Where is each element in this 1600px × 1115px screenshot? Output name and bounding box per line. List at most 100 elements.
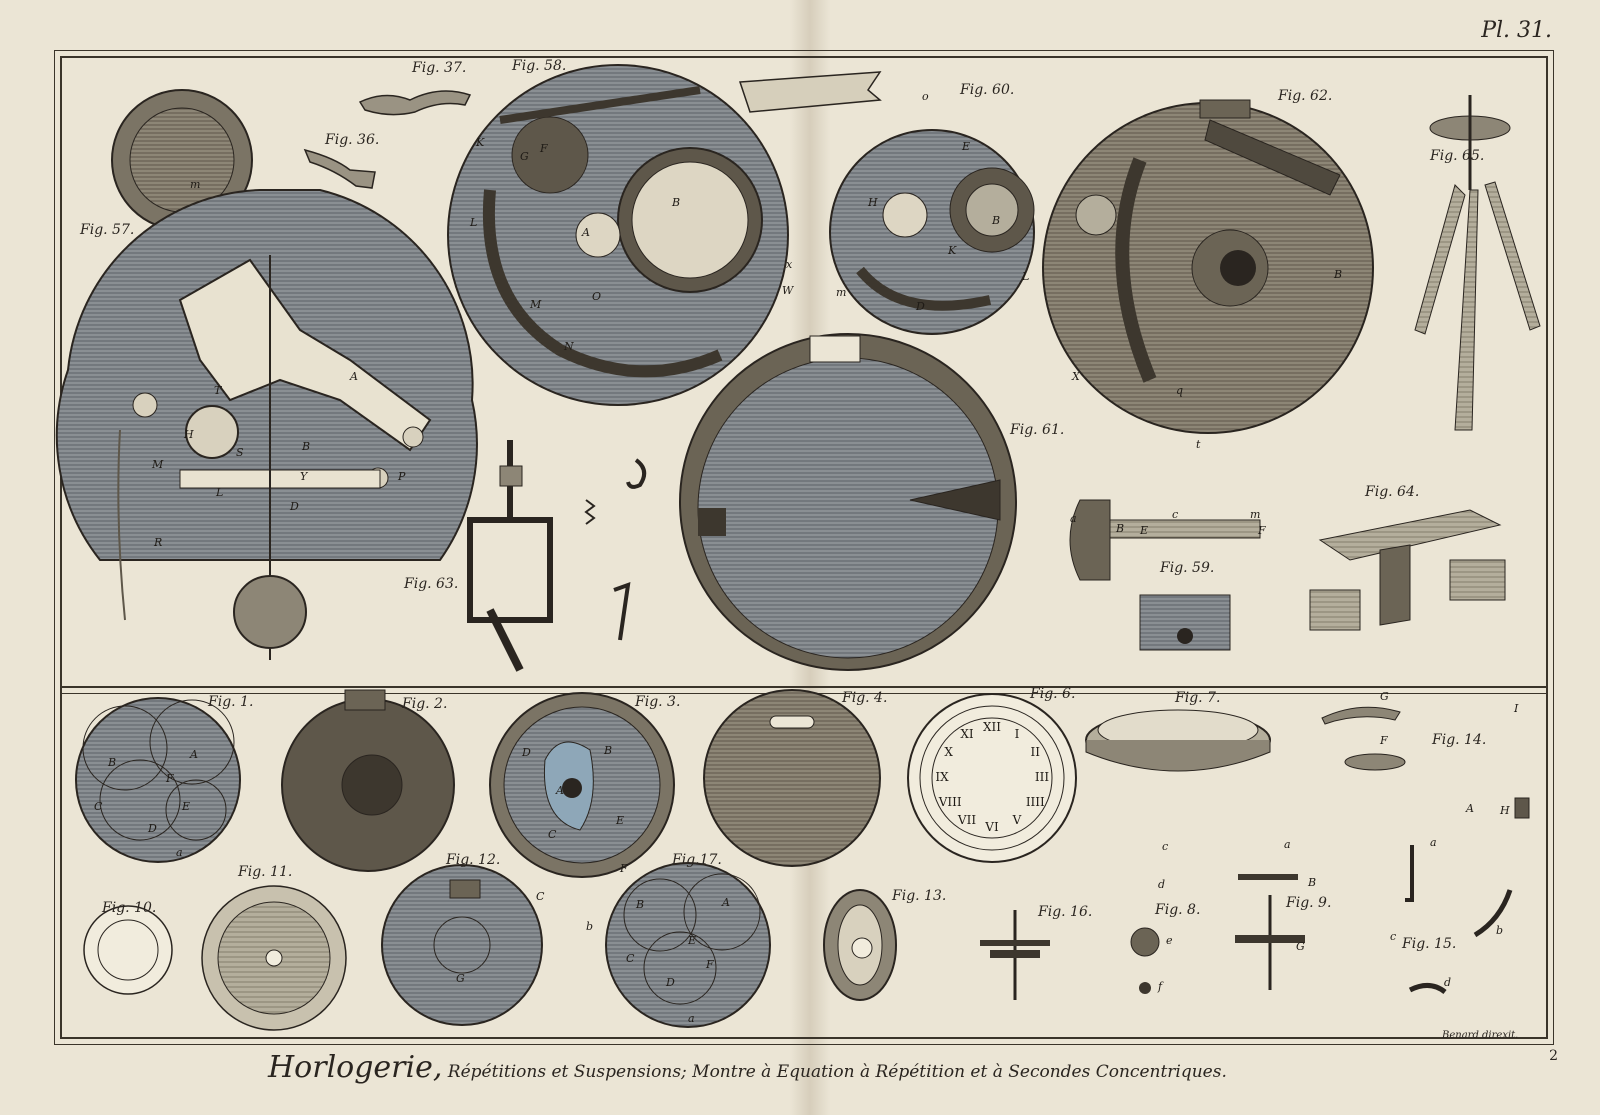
fig57-label: Fig. 57. <box>80 222 135 238</box>
fig13-label: Fig. 13. <box>892 888 947 904</box>
fig3-drawing <box>489 692 675 878</box>
plate-title-sub: Répétitions et Suspensions; Montre à Equ… <box>442 1062 1227 1082</box>
fig59-letter: F <box>1258 524 1266 537</box>
fig57-letter: M <box>152 458 164 471</box>
fig60-letter: m <box>836 286 847 299</box>
fig57-letter: P <box>398 470 406 483</box>
fig62-letter: q <box>1176 384 1184 397</box>
fig60-letter: E <box>962 140 971 153</box>
fig58-label: Fig. 58. <box>512 58 567 74</box>
fig37-drawing <box>358 90 472 116</box>
fig14-letter: G <box>1380 690 1389 703</box>
fig15-label: Fig. 15. <box>1402 936 1457 952</box>
fig61-label: Fig. 61. <box>1010 422 1065 438</box>
plate-number: Pl. 31. <box>1481 18 1552 43</box>
fig60-letter: D <box>916 300 925 313</box>
fig57-letter: H <box>184 428 194 441</box>
fig8-drawing <box>1130 927 1160 994</box>
fig3-letter: F <box>620 862 628 875</box>
fig8-letter: c <box>1162 840 1169 853</box>
fig15-letter: d <box>1444 976 1452 989</box>
fig3-letter: E <box>616 814 625 827</box>
dial-numeral: X <box>944 745 953 759</box>
fig8-letter: d <box>1158 878 1166 891</box>
fig63-label: Fig. 63. <box>404 576 459 592</box>
fig16-drawing <box>980 910 1050 1000</box>
fig61-drawing <box>679 333 1017 671</box>
dial-numeral: V <box>1012 813 1022 828</box>
fig12-letter: G <box>456 972 465 985</box>
fig17-letter: E <box>688 934 697 947</box>
fig3-letter: B <box>604 744 613 757</box>
fig59-letter: c <box>1172 508 1179 521</box>
section-divider <box>60 686 1548 688</box>
fig59-drawing <box>1069 499 1261 651</box>
fig16-label: Fig. 16. <box>1038 904 1093 920</box>
fig36-label: Fig. 36. <box>325 132 380 148</box>
fig62-letter: B <box>1334 268 1343 281</box>
fig1-letter: E <box>182 800 191 813</box>
fig57-letter: S <box>236 446 244 459</box>
fig57-letter: A <box>350 370 358 383</box>
fig59-letter: m <box>1250 508 1261 521</box>
fig15-letter: a <box>1430 836 1437 849</box>
fig37-label: Fig. 37. <box>412 60 467 76</box>
fig9-letter: G <box>1296 940 1305 953</box>
fig11-label: Fig. 11. <box>238 864 293 880</box>
fig1-letter: A <box>190 748 198 761</box>
fig60-label: Fig. 60. <box>960 82 1015 98</box>
fig12-letter: C <box>536 890 545 903</box>
dial-numeral: IX <box>935 770 949 784</box>
dial-numeral: XI <box>960 726 974 741</box>
fig15-letter: c <box>1390 930 1397 943</box>
fig4-label: Fig. 4. <box>842 690 888 706</box>
fig58-letter: L <box>470 216 478 229</box>
fig60-letter: K <box>948 244 957 257</box>
fig9-label: Fig. 9. <box>1286 895 1332 911</box>
fig57-letter: L <box>216 486 224 499</box>
fig9-letter: B <box>1308 876 1317 889</box>
fig58-letter: K <box>476 136 485 149</box>
dial-numeral: VIII <box>938 795 962 809</box>
fig8-letter: f <box>1158 980 1163 993</box>
fig3-letter: D <box>522 746 531 759</box>
fig1-letter: a <box>176 846 183 859</box>
fig14-letter: A <box>1466 802 1474 815</box>
plate-border-inner <box>60 56 1548 1039</box>
fig58-letter: O <box>592 290 602 303</box>
fig12-drawing <box>381 864 543 1026</box>
fig59-letter: B <box>1116 522 1125 535</box>
fig63-drawing <box>467 440 553 672</box>
fig3-letter: A <box>556 784 564 797</box>
plate-border-outer <box>54 50 1554 1045</box>
fig59-label: Fig. 59. <box>1160 560 1215 576</box>
plate-title-main: Horlogerie, <box>268 1050 443 1085</box>
fig1-drawing <box>75 697 241 863</box>
fig58-letter: B <box>672 196 681 209</box>
fig12-label: Fig. 12. <box>446 852 501 868</box>
fig10-drawing <box>83 905 173 995</box>
fig8-letter: e <box>1166 934 1173 947</box>
fig17-letter: A <box>722 896 730 909</box>
fig57-letter: B <box>302 440 311 453</box>
fig6-drawing <box>907 693 1077 863</box>
fig1-letter: B <box>108 756 117 769</box>
fig12-letter: b <box>586 920 594 933</box>
fig58-letter: W <box>782 284 794 297</box>
engraver-credit: Benard direxit. <box>1442 1030 1519 1041</box>
fig62-label: Fig. 62. <box>1278 88 1333 104</box>
fig58-letter: N <box>564 340 574 353</box>
fig57-letter: T <box>214 384 222 397</box>
fig17-label: Fig.17. <box>672 852 722 868</box>
fig14-letter: H <box>1500 804 1510 817</box>
fig58-letter: M <box>530 298 542 311</box>
fig15-drawing <box>1405 845 1513 995</box>
fig3-letter: C <box>548 828 557 841</box>
plate-title: Horlogerie, Répétitions et Suspensions; … <box>268 1050 1227 1085</box>
fig14-letter: F <box>1380 734 1388 747</box>
fig60-letter: H <box>868 196 878 209</box>
fig10-label: Fig. 10. <box>102 900 157 916</box>
fig9-letter: a <box>1284 838 1291 851</box>
fig65-drawing <box>1414 95 1541 431</box>
